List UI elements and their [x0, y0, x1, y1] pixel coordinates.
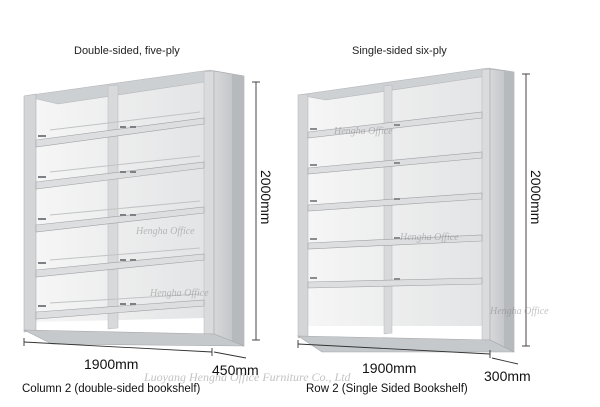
watermark-right-top: Hengha Office — [334, 126, 393, 137]
right-depth-label: 300mm — [484, 368, 531, 384]
left-height-label: 2000mm — [258, 170, 274, 225]
watermark-left-low: Hengha Office — [150, 288, 209, 299]
watermark-left-mid: Hengha Office — [136, 226, 195, 237]
right-height-label: 2000mm — [528, 170, 544, 225]
dimension-lines — [23, 73, 530, 365]
left-width-label: 1900mm — [84, 356, 139, 372]
left-shelf-caption: Column 2 (double-sided bookshelf) — [22, 383, 201, 395]
company-watermark: Luoyang Hengha Office Furniture Co., Ltd — [144, 370, 351, 384]
right-width-label: 1900mm — [362, 360, 417, 376]
right-shelf-caption: Row 2 (Single Sided Bookshelf) — [306, 383, 468, 395]
single-sided-bookshelf — [296, 67, 515, 353]
watermark-right-mid: Hengha Office — [400, 232, 459, 243]
double-sided-bookshelf — [23, 69, 245, 347]
left-shelf-title: Double-sided, five-ply — [74, 45, 180, 57]
left-depth-label: 450mm — [212, 362, 259, 378]
watermark-right-low: Hengha Office — [490, 306, 549, 317]
right-shelf-title: Single-sided six-ply — [352, 45, 447, 57]
